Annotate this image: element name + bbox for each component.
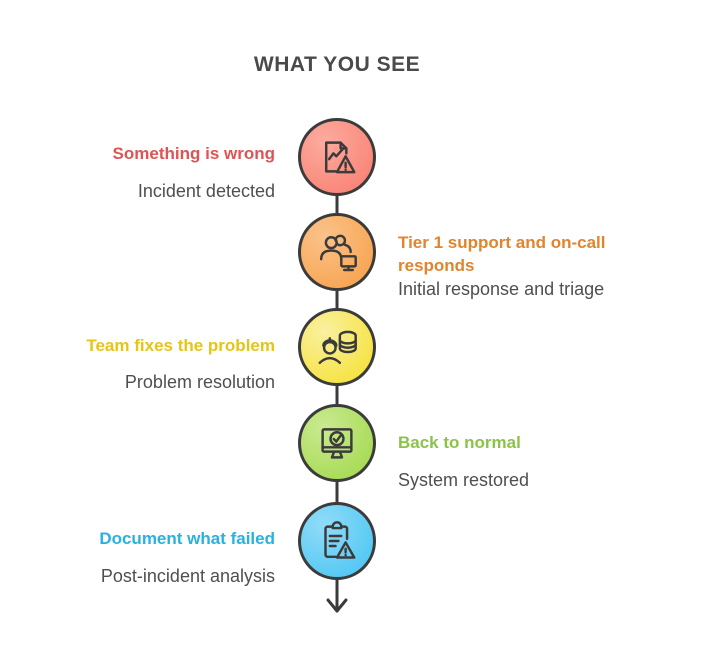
monitor-check-icon <box>321 428 353 459</box>
step-label-2: Tier 1 support and on-call responds Init… <box>398 231 660 300</box>
clipboard-warning-icon <box>324 521 356 559</box>
document-chart-warning-icon <box>324 141 356 174</box>
step-label-1: Something is wrong Incident detected <box>0 143 275 202</box>
step-node-2 <box>298 213 376 291</box>
step-subtitle: Post-incident analysis <box>100 566 275 586</box>
step-title: Team fixes the problem <box>86 336 275 355</box>
engineer-database-icon <box>318 330 357 365</box>
step-subtitle: Initial response and triage <box>398 279 605 299</box>
step-subtitle: Problem resolution <box>124 372 275 392</box>
step-title: Something is wrong <box>112 144 275 163</box>
team-monitor-icon <box>319 234 357 272</box>
step-title: Document what failed <box>99 529 275 548</box>
step-node-5 <box>298 502 376 580</box>
step-node-3 <box>298 308 376 386</box>
step-title: Back to normal <box>398 433 521 452</box>
step-subtitle: Incident detected <box>137 181 275 201</box>
step-label-3: Team fixes the problem Problem resolutio… <box>0 335 275 393</box>
step-node-1 <box>298 118 376 196</box>
page-title: WHAT YOU SEE <box>253 53 421 76</box>
step-subtitle: System restored <box>398 470 530 490</box>
step-node-4 <box>298 404 376 482</box>
step-label-4: Back to normal System restored <box>398 432 660 491</box>
step-label-5: Document what failed Post-incident analy… <box>0 528 275 587</box>
step-title: Tier 1 support and on-call responds <box>398 233 606 275</box>
